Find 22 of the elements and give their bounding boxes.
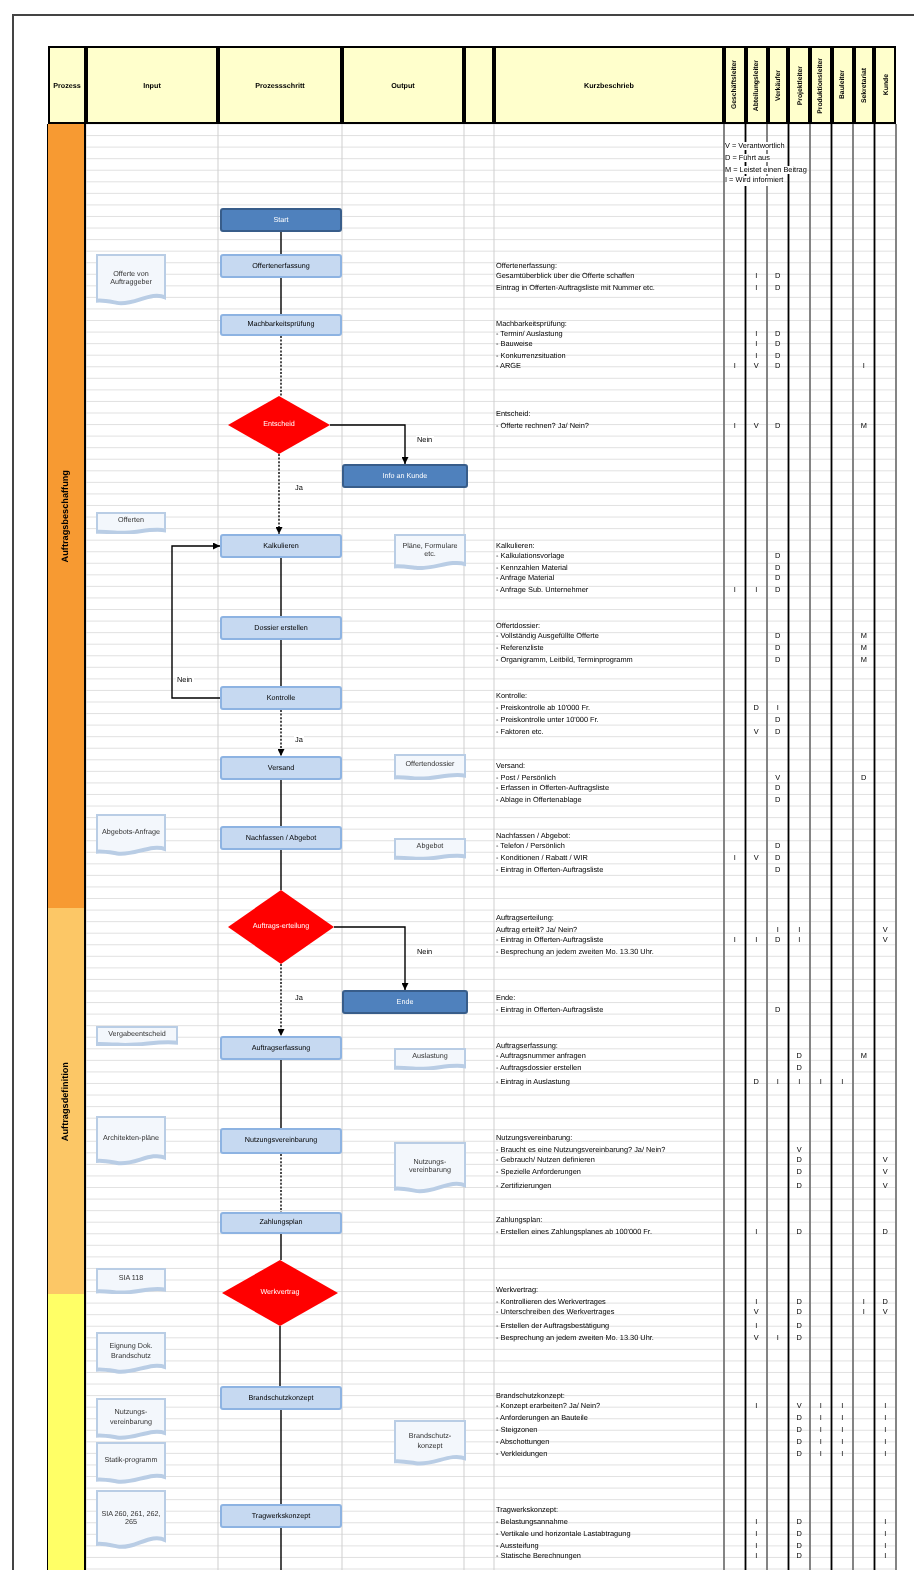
connector-line xyxy=(280,557,282,617)
arrow xyxy=(333,926,409,991)
connector-line xyxy=(280,1153,282,1213)
phase-band xyxy=(48,124,86,908)
arrow xyxy=(277,963,285,1037)
connector-line xyxy=(280,1233,282,1261)
arrow xyxy=(277,709,285,757)
connector-line xyxy=(280,1527,282,1570)
arrow xyxy=(275,453,283,535)
phase-band xyxy=(48,908,86,1294)
arrow xyxy=(329,424,409,465)
arrow xyxy=(171,542,221,699)
connector-line xyxy=(280,231,282,255)
connector-line xyxy=(280,335,282,397)
phase-band xyxy=(48,1294,86,1570)
connector-line xyxy=(280,639,282,687)
connector-line xyxy=(279,1325,281,1387)
connector-line xyxy=(280,849,282,891)
connector-line xyxy=(280,1409,282,1505)
connector-line xyxy=(280,1059,282,1129)
connector-line xyxy=(280,779,282,827)
connector-line xyxy=(280,277,282,315)
